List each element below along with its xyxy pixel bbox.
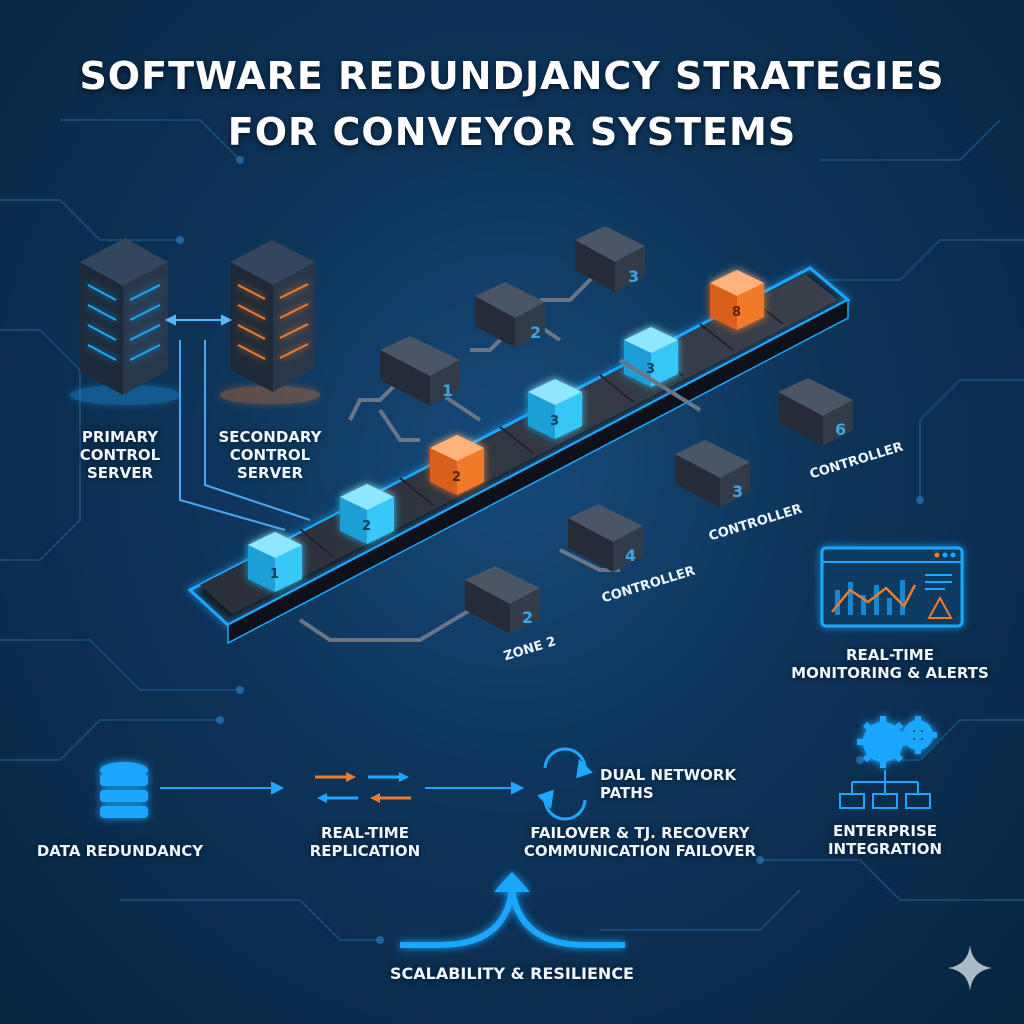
- monitoring-label: REAL-TIME MONITORING & ALERTS: [790, 646, 990, 682]
- sparkle-icon: [948, 945, 992, 991]
- controller-box: [380, 336, 460, 406]
- enterprise-line-2: INTEGRATION: [827, 840, 943, 858]
- primary-server-label: PRIMARY CONTROL SERVER: [55, 428, 185, 482]
- monitoring-dashboard-icon: [820, 546, 964, 628]
- replication-arrows-icon: [315, 772, 411, 803]
- package-cube: [430, 435, 484, 495]
- replication-label: REAL-TIME REPLICATION: [295, 824, 435, 860]
- secondary-server: [220, 240, 320, 404]
- failover-line-2: COMMUNICATION FAILOVER: [523, 842, 757, 860]
- controller-box: [575, 226, 645, 292]
- data-redundancy-label: DATA REDUNDANCY: [36, 842, 204, 860]
- package-cube: [710, 270, 764, 330]
- box-label: 8: [732, 305, 741, 320]
- circuit-background: [0, 119, 1024, 941]
- package-cube: [528, 379, 582, 439]
- controller-number: 3: [732, 482, 743, 501]
- monitoring-line-1: REAL-TIME: [846, 646, 934, 664]
- server-to-conveyor-links: [179, 340, 311, 531]
- secondary-server-label: SECONDARY CONTROL SERVER: [205, 428, 335, 482]
- replication-line-2: REPLICATION: [309, 842, 421, 860]
- primary-server: [70, 238, 180, 405]
- controller-box: [778, 378, 853, 446]
- monitoring-line-2: MONITORING & ALERTS: [791, 664, 989, 682]
- dual-network-label: DUAL NETWORK PATHS: [600, 766, 750, 802]
- controller-box: [568, 504, 643, 572]
- secondary-line-3: SERVER: [236, 464, 303, 482]
- failover-line-1: FAILOVER & TJ. RECOVERY: [530, 824, 750, 842]
- controller-number: 1: [442, 381, 453, 400]
- package-cube: [248, 532, 302, 592]
- scalability-label: SCALABILITY & RESILIENCE: [390, 964, 634, 983]
- box-label: 3: [646, 362, 655, 377]
- controller-box: [465, 566, 540, 634]
- flow-arrow: [425, 781, 525, 795]
- primary-line-2: CONTROL: [79, 446, 161, 464]
- title-line-2: FOR CONVEYOR SYSTEMS: [227, 110, 797, 154]
- controller-number: 2: [530, 323, 541, 342]
- flow-arrow: [160, 781, 285, 795]
- refresh-icon: [537, 747, 593, 821]
- page-title: SOFTWARE REDUNDJANCY STRATEGIES FOR CONV…: [0, 48, 1024, 160]
- box-label: 3: [550, 414, 559, 429]
- scalability-arrow: [400, 889, 625, 948]
- org-chart-icon: [839, 770, 931, 809]
- enterprise-line-1: ENTERPRISE: [832, 822, 937, 840]
- gears-icon: [857, 716, 937, 768]
- controller-number: 6: [835, 420, 846, 439]
- secondary-line-1: SECONDARY: [218, 428, 322, 446]
- controller-box: [475, 282, 545, 348]
- secondary-line-2: CONTROL: [229, 446, 311, 464]
- failover-label: FAILOVER & TJ. RECOVERY COMMUNICATION FA…: [520, 824, 760, 860]
- primary-line-1: PRIMARY: [81, 428, 159, 446]
- database-icon: [100, 762, 148, 818]
- package-cube: [340, 484, 394, 544]
- controller-number: 2: [522, 608, 533, 627]
- box-label: 1: [270, 567, 279, 582]
- replication-line-1: REAL-TIME: [321, 824, 409, 842]
- server-sync-arrow: [164, 314, 233, 326]
- dual-network-line-1: DUAL NETWORK: [600, 766, 737, 784]
- dual-network-line-2: PATHS: [600, 784, 654, 802]
- controller-number: 4: [625, 546, 636, 565]
- box-label: 2: [362, 519, 371, 534]
- controller-box: [675, 440, 750, 508]
- box-label: 2: [452, 470, 461, 485]
- controller-number: 3: [628, 267, 639, 286]
- primary-line-3: SERVER: [86, 464, 153, 482]
- title-line-1: SOFTWARE REDUNDJANCY STRATEGIES: [79, 54, 945, 98]
- enterprise-label: ENTERPRISE INTEGRATION: [800, 822, 970, 858]
